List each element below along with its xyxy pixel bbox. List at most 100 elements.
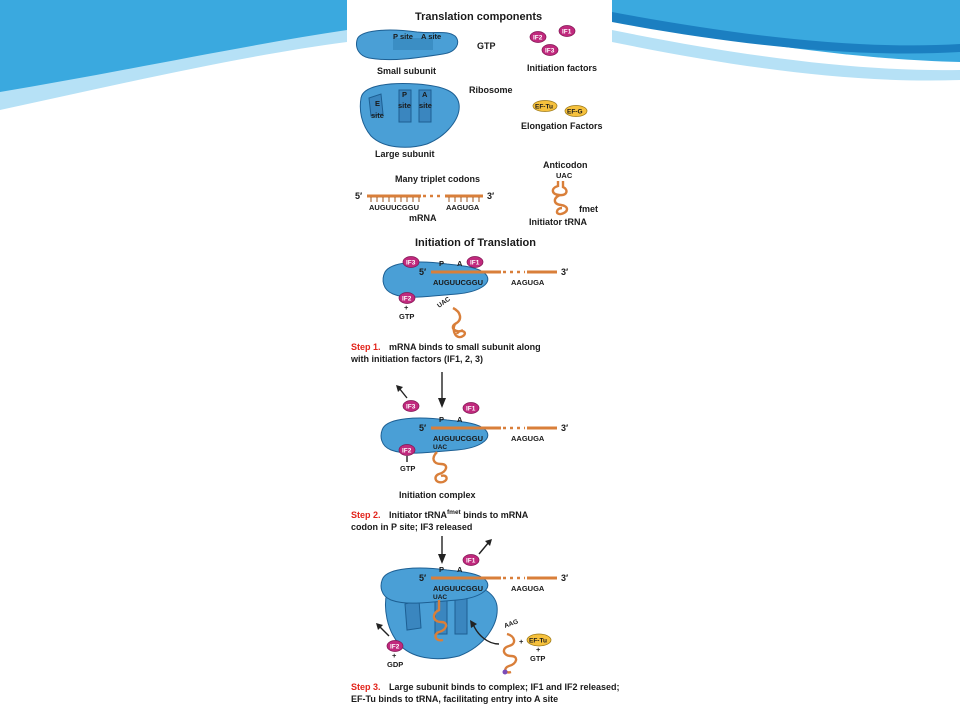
trna-anticodon-uac: UAC bbox=[556, 171, 573, 180]
step1-if3-badge: IF3 bbox=[402, 256, 420, 268]
mrna-sequence-right: AAGUGA bbox=[446, 203, 480, 212]
step3-amino-acid-dot bbox=[502, 669, 508, 675]
step2-text-part-a: Initiator tRNA bbox=[389, 510, 447, 520]
step2-if3-badge-released: IF3 bbox=[402, 400, 420, 412]
step2-text-part-b: binds to mRNA bbox=[461, 510, 529, 520]
step1-initiator-trna bbox=[451, 306, 467, 339]
step1-if1-badge: IF1 bbox=[466, 256, 484, 268]
step1-five-prime: 5′ bbox=[419, 267, 426, 277]
step1-if2-badge: IF2 bbox=[398, 292, 416, 304]
step2-a-label: A bbox=[457, 415, 463, 424]
initiator-trna-label: Initiator tRNA bbox=[529, 217, 587, 227]
step1-text-line2: with initiation factors (IF1, 2, 3) bbox=[350, 354, 483, 364]
step3-gtp: GTP bbox=[530, 654, 545, 663]
step3-text-line2: EF-Tu binds to tRNA, facilitating entry … bbox=[351, 694, 558, 704]
step3-trna-entry-arrow bbox=[472, 623, 500, 645]
small-subunit-groove bbox=[393, 38, 433, 50]
ef-g-badge: EF-G bbox=[564, 105, 588, 117]
if3-badge: IF3 bbox=[541, 44, 559, 56]
many-codons-label: Many triplet codons bbox=[395, 174, 480, 184]
step3-initiator-trna bbox=[432, 600, 448, 642]
step2-text-superscript: fmet bbox=[447, 509, 462, 516]
step3-if2-badge-released: IF2 bbox=[386, 640, 404, 652]
step1-trna-uac: UAC bbox=[436, 296, 452, 310]
step3-text-line1: Large subunit binds to complex; IF1 and … bbox=[389, 682, 620, 692]
anticodon-label: Anticodon bbox=[543, 160, 588, 170]
if1-badge: IF1 bbox=[558, 25, 576, 37]
fmet-label: fmet bbox=[579, 204, 598, 214]
mrna-three-prime: 3′ bbox=[487, 191, 494, 201]
initiation-complex-label: Initiation complex bbox=[399, 490, 476, 500]
svg-text:IF2: IF2 bbox=[402, 296, 412, 303]
svg-text:IF1: IF1 bbox=[562, 29, 572, 36]
step3-label: Step 3. bbox=[351, 682, 381, 692]
e-site-word: site bbox=[371, 111, 384, 120]
step1-text-line1: mRNA binds to small subunit along bbox=[389, 342, 541, 352]
step2-to-step3-arrow bbox=[438, 536, 446, 564]
a-site-word: site bbox=[419, 101, 432, 110]
if2-badge: IF2 bbox=[529, 31, 547, 43]
mrna-bases-right bbox=[448, 197, 480, 202]
svg-text:EF-G: EF-G bbox=[567, 109, 583, 116]
step3-aag-anticodon: AAG bbox=[503, 618, 519, 630]
mrna-five-prime: 5′ bbox=[355, 191, 362, 201]
mrna-bases-left bbox=[370, 197, 420, 202]
initiation-title: Initiation of Translation bbox=[415, 237, 536, 249]
step1-a-label: A bbox=[457, 259, 463, 268]
svg-text:IF2: IF2 bbox=[390, 644, 400, 651]
step3-trna-entry-arrowhead bbox=[470, 620, 477, 628]
gtp-label: GTP bbox=[477, 41, 496, 51]
step1-plus: + bbox=[404, 303, 409, 312]
svg-text:IF3: IF3 bbox=[545, 48, 555, 55]
step1-to-step2-arrow bbox=[438, 372, 446, 408]
step2-five-prime: 5′ bbox=[419, 423, 426, 433]
p-letter: P bbox=[402, 90, 407, 99]
svg-text:EF-Tu: EF-Tu bbox=[535, 104, 553, 111]
step3-a-label: A bbox=[457, 565, 463, 574]
ribosome-label: Ribosome bbox=[469, 85, 513, 95]
p-site-label: P site bbox=[393, 32, 413, 41]
small-subunit-label: Small subunit bbox=[377, 66, 436, 76]
initiation-figure: Initiation of Translation 5′ 3′ P A AUGU… bbox=[350, 237, 620, 704]
svg-text:IF2: IF2 bbox=[402, 448, 412, 455]
large-subunit-a-pocket bbox=[418, 89, 432, 123]
a-site-label: A site bbox=[421, 32, 441, 41]
step3-if1-badge-released: IF1 bbox=[462, 554, 480, 566]
a-letter: A bbox=[422, 90, 428, 99]
step3-if2-release-arrow bbox=[376, 623, 390, 637]
svg-text:IF2: IF2 bbox=[533, 35, 543, 42]
step2-label: Step 2. bbox=[351, 510, 381, 520]
step2-if3-release-arrow bbox=[396, 385, 408, 399]
step1-seq-right: AAGUGA bbox=[511, 278, 545, 287]
step3-plus-eftu: + bbox=[519, 637, 524, 646]
step3-incoming-trna bbox=[502, 632, 518, 674]
svg-text:IF3: IF3 bbox=[406, 260, 416, 267]
initiator-trna-shape bbox=[551, 181, 569, 216]
svg-text:IF1: IF1 bbox=[470, 260, 480, 267]
e-site-letter: E bbox=[375, 99, 380, 108]
svg-text:IF1: IF1 bbox=[466, 406, 476, 413]
step3-trna-uac: UAC bbox=[433, 594, 447, 601]
step2-initiator-trna bbox=[432, 451, 448, 484]
top-right-swoosh-light bbox=[612, 30, 960, 81]
step3-p-label: P bbox=[439, 565, 444, 574]
svg-text:EF-Tu: EF-Tu bbox=[529, 638, 547, 645]
top-left-swoosh-light bbox=[0, 30, 347, 110]
step2-text-line2: codon in P site; IF3 released bbox=[351, 522, 472, 532]
mrna-label: mRNA bbox=[409, 213, 437, 223]
step2-if2-badge: IF2 bbox=[398, 444, 416, 456]
step3-seq-left: AUGUUCGGU bbox=[433, 584, 483, 593]
large-subunit-e-site bbox=[368, 93, 384, 117]
step2-seq-left: AUGUUCGGU bbox=[433, 434, 483, 443]
step2-if1-badge: IF1 bbox=[462, 402, 480, 414]
step2-seq-right: AAGUGA bbox=[511, 434, 545, 443]
step3-five-prime: 5′ bbox=[419, 573, 426, 583]
step1-three-prime: 3′ bbox=[561, 267, 568, 277]
step3-diagram: 5′ 3′ P A AUGUUCGGU AAGUGA UAC IF1 IF2 +… bbox=[376, 539, 568, 675]
large-subunit-label: Large subunit bbox=[375, 149, 435, 159]
elongation-factors-label: Elongation Factors bbox=[521, 121, 603, 131]
components-title: Translation components bbox=[415, 11, 542, 23]
svg-text:IF1: IF1 bbox=[466, 558, 476, 565]
step3-plus-gtp: + bbox=[536, 645, 541, 654]
